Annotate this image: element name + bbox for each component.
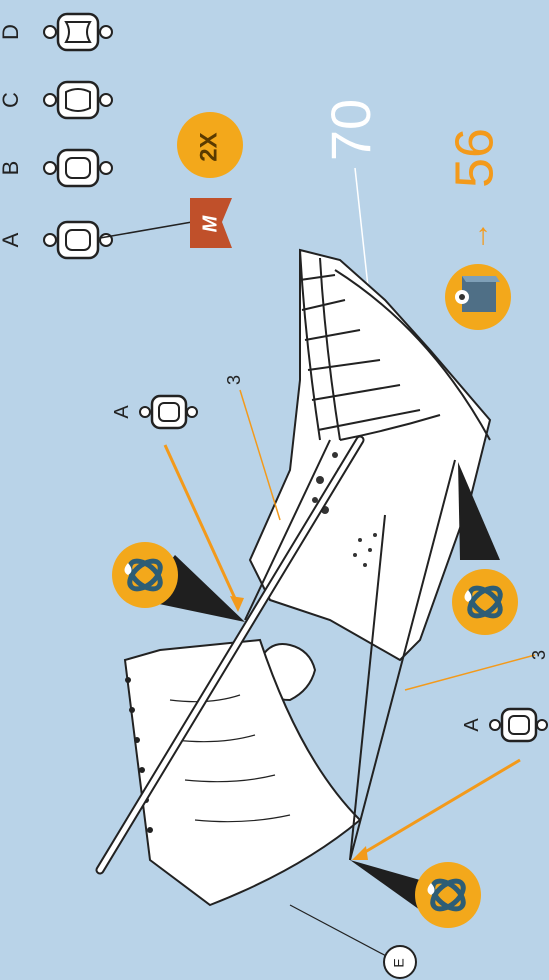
part-number: 70: [319, 99, 382, 161]
sail-marker: E: [384, 946, 416, 978]
multiplier-label: 2X: [195, 132, 222, 161]
variant-letter-c: C: [0, 92, 23, 108]
multiplier-badge: 2X: [177, 112, 243, 178]
next-step-arrow: →: [462, 221, 495, 251]
rope-label-bottom: 3: [529, 650, 549, 660]
sail-marker-letter: E: [391, 958, 407, 967]
callout-letter-bottom: A: [461, 718, 483, 732]
next-step-number: 56: [444, 128, 504, 188]
rope-label-top: 3: [224, 375, 244, 385]
variant-letter-d: D: [0, 24, 23, 40]
callout-letter-top: A: [111, 405, 133, 419]
paint-letter: M: [199, 214, 221, 232]
variant-letter-b: B: [0, 161, 23, 176]
variant-letter-a: A: [0, 232, 23, 247]
